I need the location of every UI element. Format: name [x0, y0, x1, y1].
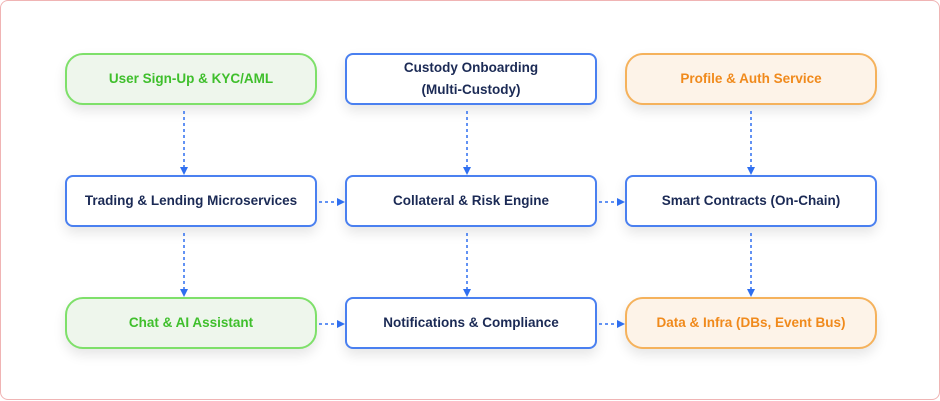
node-profile-auth-service: Profile & Auth Service — [625, 53, 877, 105]
node-data-infra: Data & Infra (DBs, Event Bus) — [625, 297, 877, 349]
node-trading-lending-microservices: Trading & Lending Microservices — [65, 175, 317, 227]
node-chat-ai-assistant: Chat & AI Assistant — [65, 297, 317, 349]
node-user-signup-kyc-aml: User Sign-Up & KYC/AML — [65, 53, 317, 105]
node-custody-onboarding: Custody Onboarding (Multi-Custody) — [345, 53, 597, 105]
node-collateral-risk-engine: Collateral & Risk Engine — [345, 175, 597, 227]
node-notifications-compliance: Notifications & Compliance — [345, 297, 597, 349]
node-smart-contracts: Smart Contracts (On-Chain) — [625, 175, 877, 227]
